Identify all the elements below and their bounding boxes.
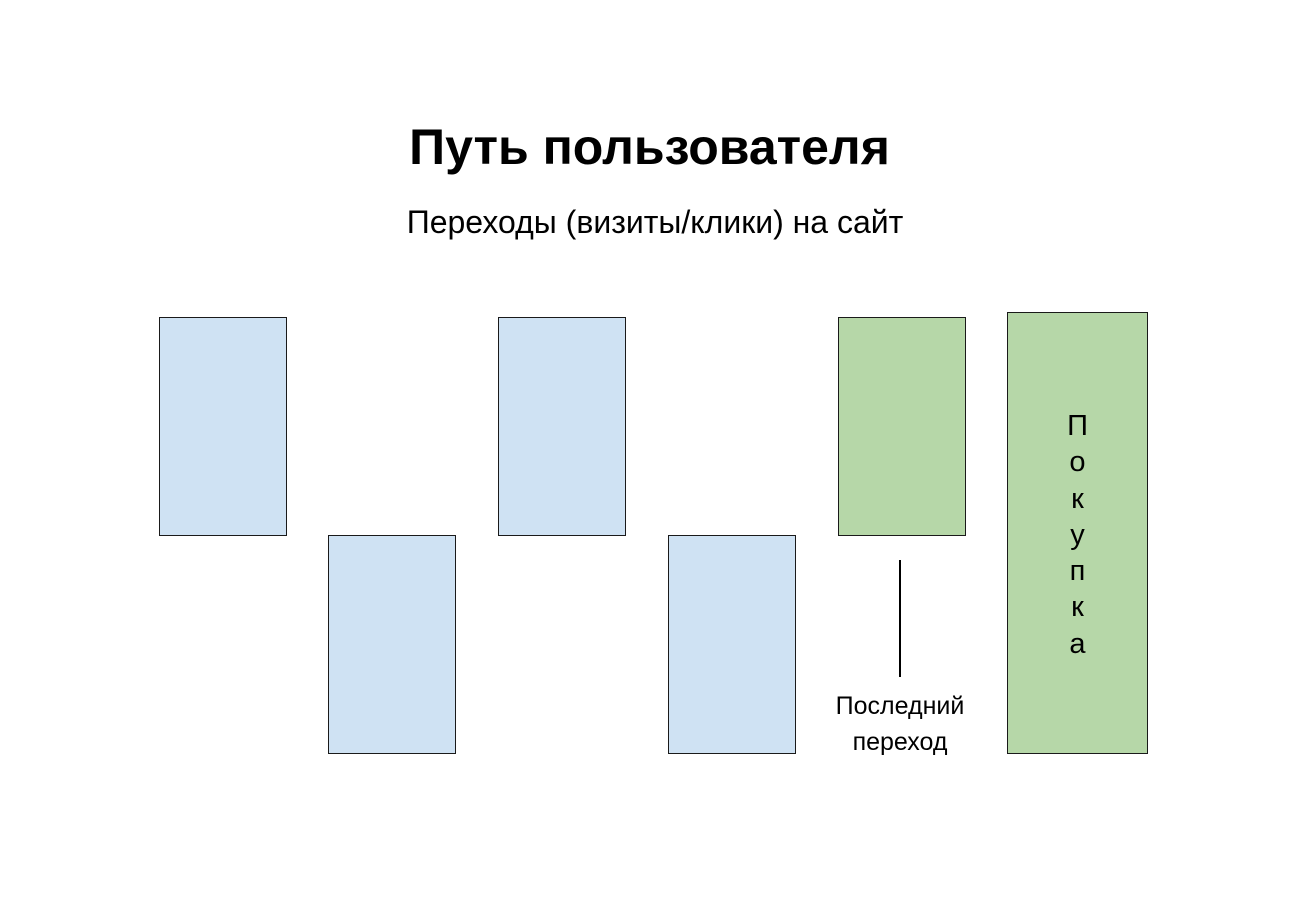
purchase-letter: к	[1071, 591, 1084, 624]
purchase-letter: П	[1067, 410, 1088, 442]
visit-box-2	[328, 535, 456, 754]
purchase-letter: к	[1071, 482, 1084, 515]
visit-box-4	[668, 535, 796, 754]
purchase-letter: у	[1070, 518, 1085, 551]
last-visit-label: Последний переход	[800, 688, 1000, 760]
purchase-letter: о	[1069, 446, 1086, 479]
last-visit-connector-line	[899, 560, 901, 677]
last-visit-box	[838, 317, 966, 536]
last-visit-label-line-2: переход	[852, 728, 948, 756]
purchase-letter: а	[1069, 627, 1086, 660]
diagram-subtitle: Переходы (визиты/клики) на сайт	[406, 204, 904, 240]
visit-box-1	[159, 317, 287, 536]
last-visit-label-line-1: Последний	[835, 692, 965, 720]
purchase-box: П о к у п к а	[1007, 312, 1148, 754]
visit-box-3	[498, 317, 626, 536]
purchase-letter: п	[1069, 555, 1086, 588]
purchase-label: П о к у п к а	[1008, 408, 1147, 662]
diagram-title: Путь пользователя	[409, 119, 890, 175]
